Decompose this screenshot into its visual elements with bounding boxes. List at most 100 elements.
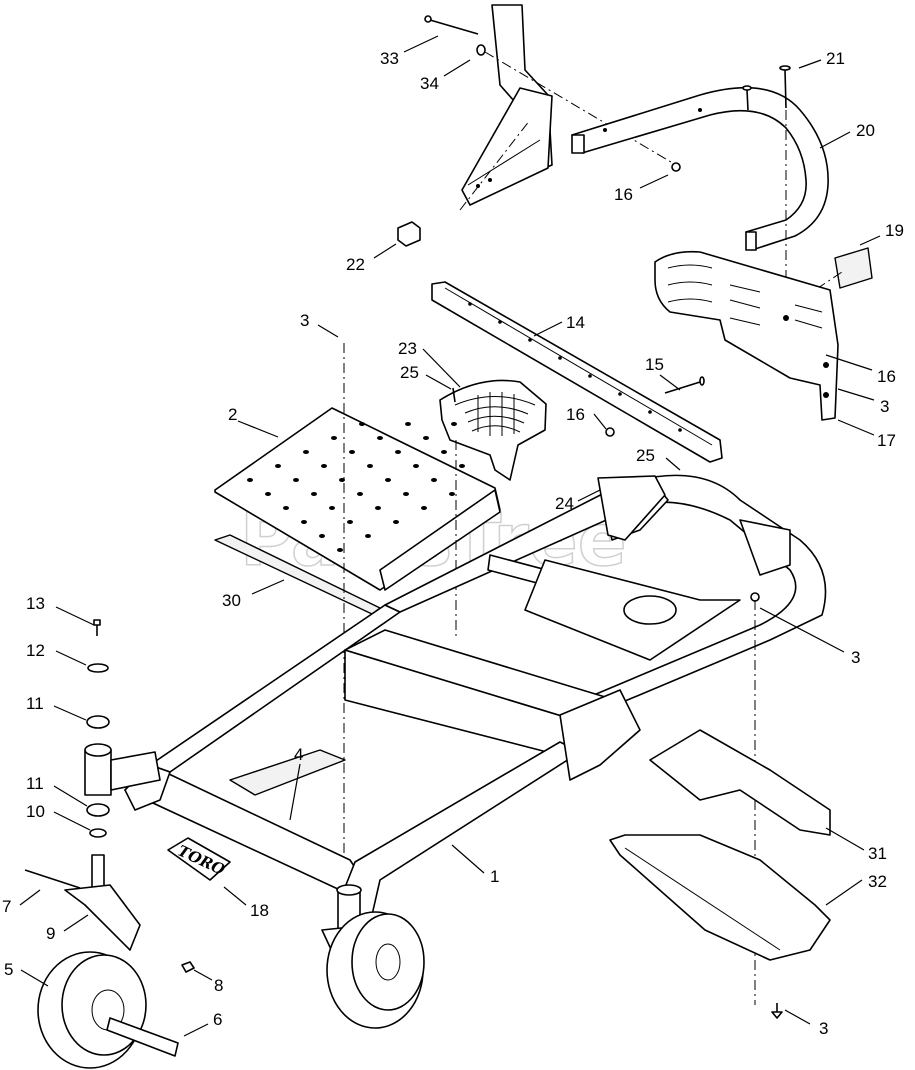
callout-3-right[interactable]: 3 [880,397,889,416]
bumper-20 [571,86,829,251]
callout-25-mid[interactable]: 25 [636,446,655,465]
plate-hole [451,422,457,426]
bolt-21 [742,65,791,111]
screw-25a [452,387,456,403]
plate-hole [377,436,383,440]
plate-hole [247,478,253,482]
plate-hole [349,450,355,454]
front-wheel [321,884,425,1029]
decal-24 [597,475,666,541]
callout-25-top[interactable]: 25 [400,363,419,382]
washer-34 [476,44,486,56]
plate-hole [275,464,281,468]
plate-hole [311,492,317,496]
nut-8 [181,961,195,973]
callout-22[interactable]: 22 [346,255,365,274]
plate-hole [321,464,327,468]
washer-12 [87,663,109,673]
shield-4 [229,749,346,796]
callout-14[interactable]: 14 [566,313,585,332]
bearing-11a [86,715,110,729]
plate-hole [395,450,401,454]
callout-8[interactable]: 8 [214,976,223,995]
plate-hole [293,478,299,482]
callout-2[interactable]: 2 [228,405,237,424]
shield-32 [609,834,831,961]
caster-housing [84,743,161,796]
callout-19[interactable]: 19 [885,221,904,240]
plate-hole [431,478,437,482]
callout-10[interactable]: 10 [26,802,45,821]
plate-hole [329,506,335,510]
bolt-13 [93,619,101,636]
callout-11-top[interactable]: 11 [26,694,44,713]
fork-9 [64,854,141,951]
callout-15[interactable]: 15 [645,355,664,374]
plate-hole [265,492,271,496]
plate-hole [337,548,343,552]
bracket-17 [654,250,839,421]
plate-hole [403,492,409,496]
plate-hole [331,436,337,440]
bar-14 [431,281,723,463]
callout-5[interactable]: 5 [4,960,13,979]
callout-18[interactable]: 18 [250,901,269,920]
axle-6 [106,1017,179,1057]
bolt-33 [424,15,479,35]
plate-hole [393,520,399,524]
callout-17[interactable]: 17 [877,431,896,450]
plate-hole [423,436,429,440]
nut-16-mid [605,427,615,437]
callout-21[interactable]: 21 [826,49,845,68]
callout-32[interactable]: 32 [868,872,887,891]
callout-3-bottom[interactable]: 3 [819,1019,828,1038]
spacer-10 [89,828,107,838]
screw-3-bottom [771,1003,783,1019]
frame-1 [124,474,827,919]
callout-34[interactable]: 34 [420,74,439,93]
decal-18: TORO [167,837,231,881]
plate-hole [367,464,373,468]
callout-16-top[interactable]: 16 [614,185,633,204]
callout-6[interactable]: 6 [213,1010,222,1029]
plate-hole [319,534,325,538]
plate-hole [303,450,309,454]
rops-post [461,4,553,206]
callout-16-mid[interactable]: 16 [566,405,585,424]
plate-hole [357,492,363,496]
callout-23[interactable]: 23 [398,339,417,358]
callout-24[interactable]: 24 [555,494,574,513]
plate-hole [375,506,381,510]
nut-16-top [671,162,681,172]
plate-hole [405,422,411,426]
plate-hole [283,506,289,510]
callout-13[interactable]: 13 [26,594,45,613]
callout-3-top[interactable]: 3 [300,311,309,330]
wheel-5 [37,951,147,1069]
callout-30[interactable]: 30 [222,591,241,610]
callout-1[interactable]: 1 [490,867,499,886]
callout-33[interactable]: 33 [380,49,399,68]
bearing-11b [86,803,110,817]
plate-hole [459,464,465,468]
leader-lines [19,35,881,1037]
callout-16-right[interactable]: 16 [877,367,896,386]
block-22 [397,221,421,247]
callout-12[interactable]: 12 [26,641,45,660]
callout-20[interactable]: 20 [856,121,875,140]
screw-3-frame [750,592,760,602]
callout-31[interactable]: 31 [868,844,887,863]
callout-7[interactable]: 7 [2,897,11,916]
plate-hole [347,520,353,524]
plate-hole [359,422,365,426]
callout-4[interactable]: 4 [294,745,303,764]
plate-hole [301,520,307,524]
callout-3-frame[interactable]: 3 [851,648,860,667]
callout-9[interactable]: 9 [46,924,55,943]
plate-hole [421,506,427,510]
callout-11-bottom[interactable]: 11 [26,774,44,793]
plate-hole [385,478,391,482]
footrest-2 [214,407,501,591]
cover-23 [439,379,547,481]
